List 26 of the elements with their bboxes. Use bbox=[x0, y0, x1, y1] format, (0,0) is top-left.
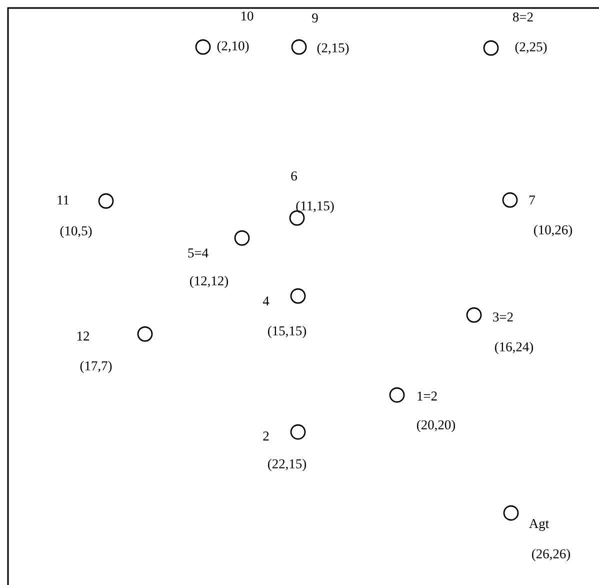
point-label: 1=2 bbox=[418, 392, 437, 400]
coordinate-label: (11,15) bbox=[296, 200, 334, 214]
point-label: 2 bbox=[263, 432, 269, 440]
point-label: 6 bbox=[291, 171, 297, 180]
coordinate-label: (2,15) bbox=[317, 42, 349, 56]
coordinate-label: (2,10) bbox=[217, 40, 249, 54]
point-label: 11 bbox=[58, 196, 69, 204]
coordinate-label: (17,7) bbox=[80, 360, 112, 374]
coordinate-label: (2,25) bbox=[515, 42, 547, 54]
coordinate-label: (15,15) bbox=[268, 326, 306, 338]
point-label: 10 bbox=[241, 11, 254, 21]
point-label: 7 bbox=[530, 196, 535, 204]
coordinate-label: (12,12) bbox=[190, 276, 228, 288]
coordinate-label: (20,20) bbox=[417, 420, 456, 432]
point-label: 9 bbox=[312, 13, 318, 22]
coordinate-label: (10,26) bbox=[534, 224, 572, 238]
point-label: 12 bbox=[77, 332, 89, 340]
point-label: 3=2 bbox=[493, 312, 513, 322]
point-label: Agt bbox=[529, 519, 549, 531]
point-label: 8=2 bbox=[513, 12, 533, 22]
coordinate-label: (16,24) bbox=[495, 342, 534, 354]
coordinate-label: (22,15) bbox=[268, 458, 306, 472]
point-label: 4 bbox=[262, 296, 270, 306]
coordinate-label: (10,5) bbox=[60, 226, 92, 238]
point-label: 5=4 bbox=[188, 248, 208, 258]
coordinate-label: (26,26) bbox=[532, 548, 570, 562]
